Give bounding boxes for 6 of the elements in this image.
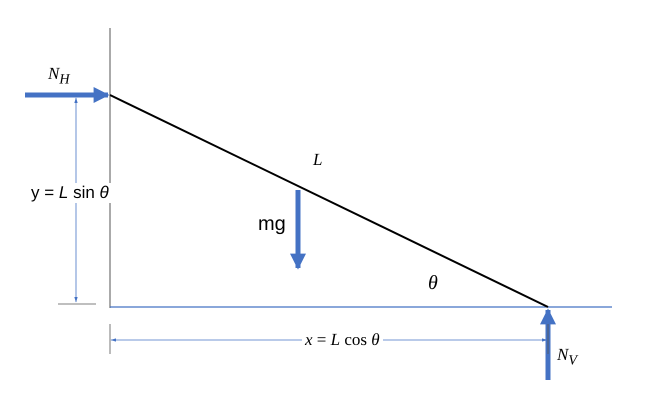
dimension-label: y = L sin θ <box>28 183 112 203</box>
force-label: N$_{H}$ <box>48 64 70 90</box>
length-label: L <box>313 150 322 170</box>
force-label: mg <box>258 214 286 234</box>
force-label: N$_{V}$ <box>557 345 577 370</box>
angle-label: θ <box>428 273 438 293</box>
